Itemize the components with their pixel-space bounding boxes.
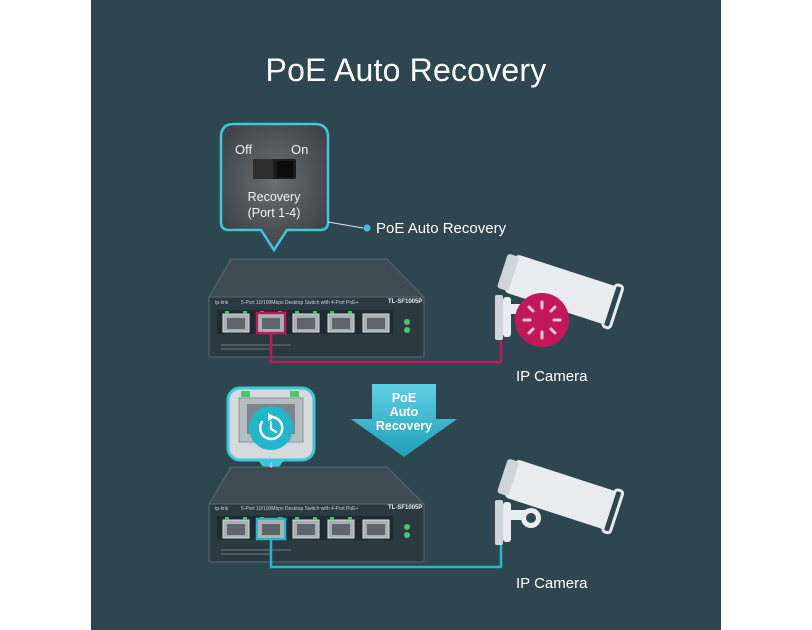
illustration-canvas [208, 122, 625, 569]
toggle-port-range-label: (Port 1-4) [247, 206, 301, 220]
ip-camera-label-bottom: IP Camera [516, 575, 588, 592]
callout-label: PoE Auto Recovery [376, 220, 507, 237]
toggle-on-label: On [291, 142, 309, 157]
callout-pointer [327, 221, 371, 232]
illustration-panel: PoE Auto Recovery Off On Recovery (Port … [91, 0, 721, 630]
ip-camera-working [495, 459, 625, 545]
badge-line-2: Auto [389, 405, 419, 419]
bottom-switch-description: 5-Port 10/100Mbps Desktop Switch with 4-… [241, 506, 359, 512]
bottom-switch-brand: tp-link [215, 506, 229, 512]
top-switch-description: 5-Port 10/100Mbps Desktop Switch with 4-… [241, 300, 359, 306]
auto-recovery-arrow-badge [351, 384, 457, 457]
toggle-recovery-label: Recovery [247, 190, 301, 204]
top-switch-ports [222, 311, 390, 333]
badge-line-3: Recovery [375, 419, 433, 433]
zoom-port-number: 4 [269, 463, 273, 470]
toggle-off-label: Off [235, 142, 253, 157]
bottom-switch-model: TL-SF1005P [388, 505, 423, 511]
bottom-switch-ports [222, 517, 390, 539]
zoom-bubble-toggle [219, 122, 330, 253]
page-title: PoE Auto Recovery [265, 52, 547, 88]
ip-camera-label-top: IP Camera [516, 368, 588, 385]
top-switch-model: TL-SF1005P [388, 299, 423, 305]
top-switch-brand: tp-link [215, 300, 229, 306]
zoom-bubble-port-recovery [226, 386, 316, 478]
bottom-poe-switch [208, 466, 426, 563]
badge-line-1: PoE [391, 391, 417, 405]
ip-camera-faulty [495, 254, 625, 347]
top-poe-switch [208, 258, 426, 358]
